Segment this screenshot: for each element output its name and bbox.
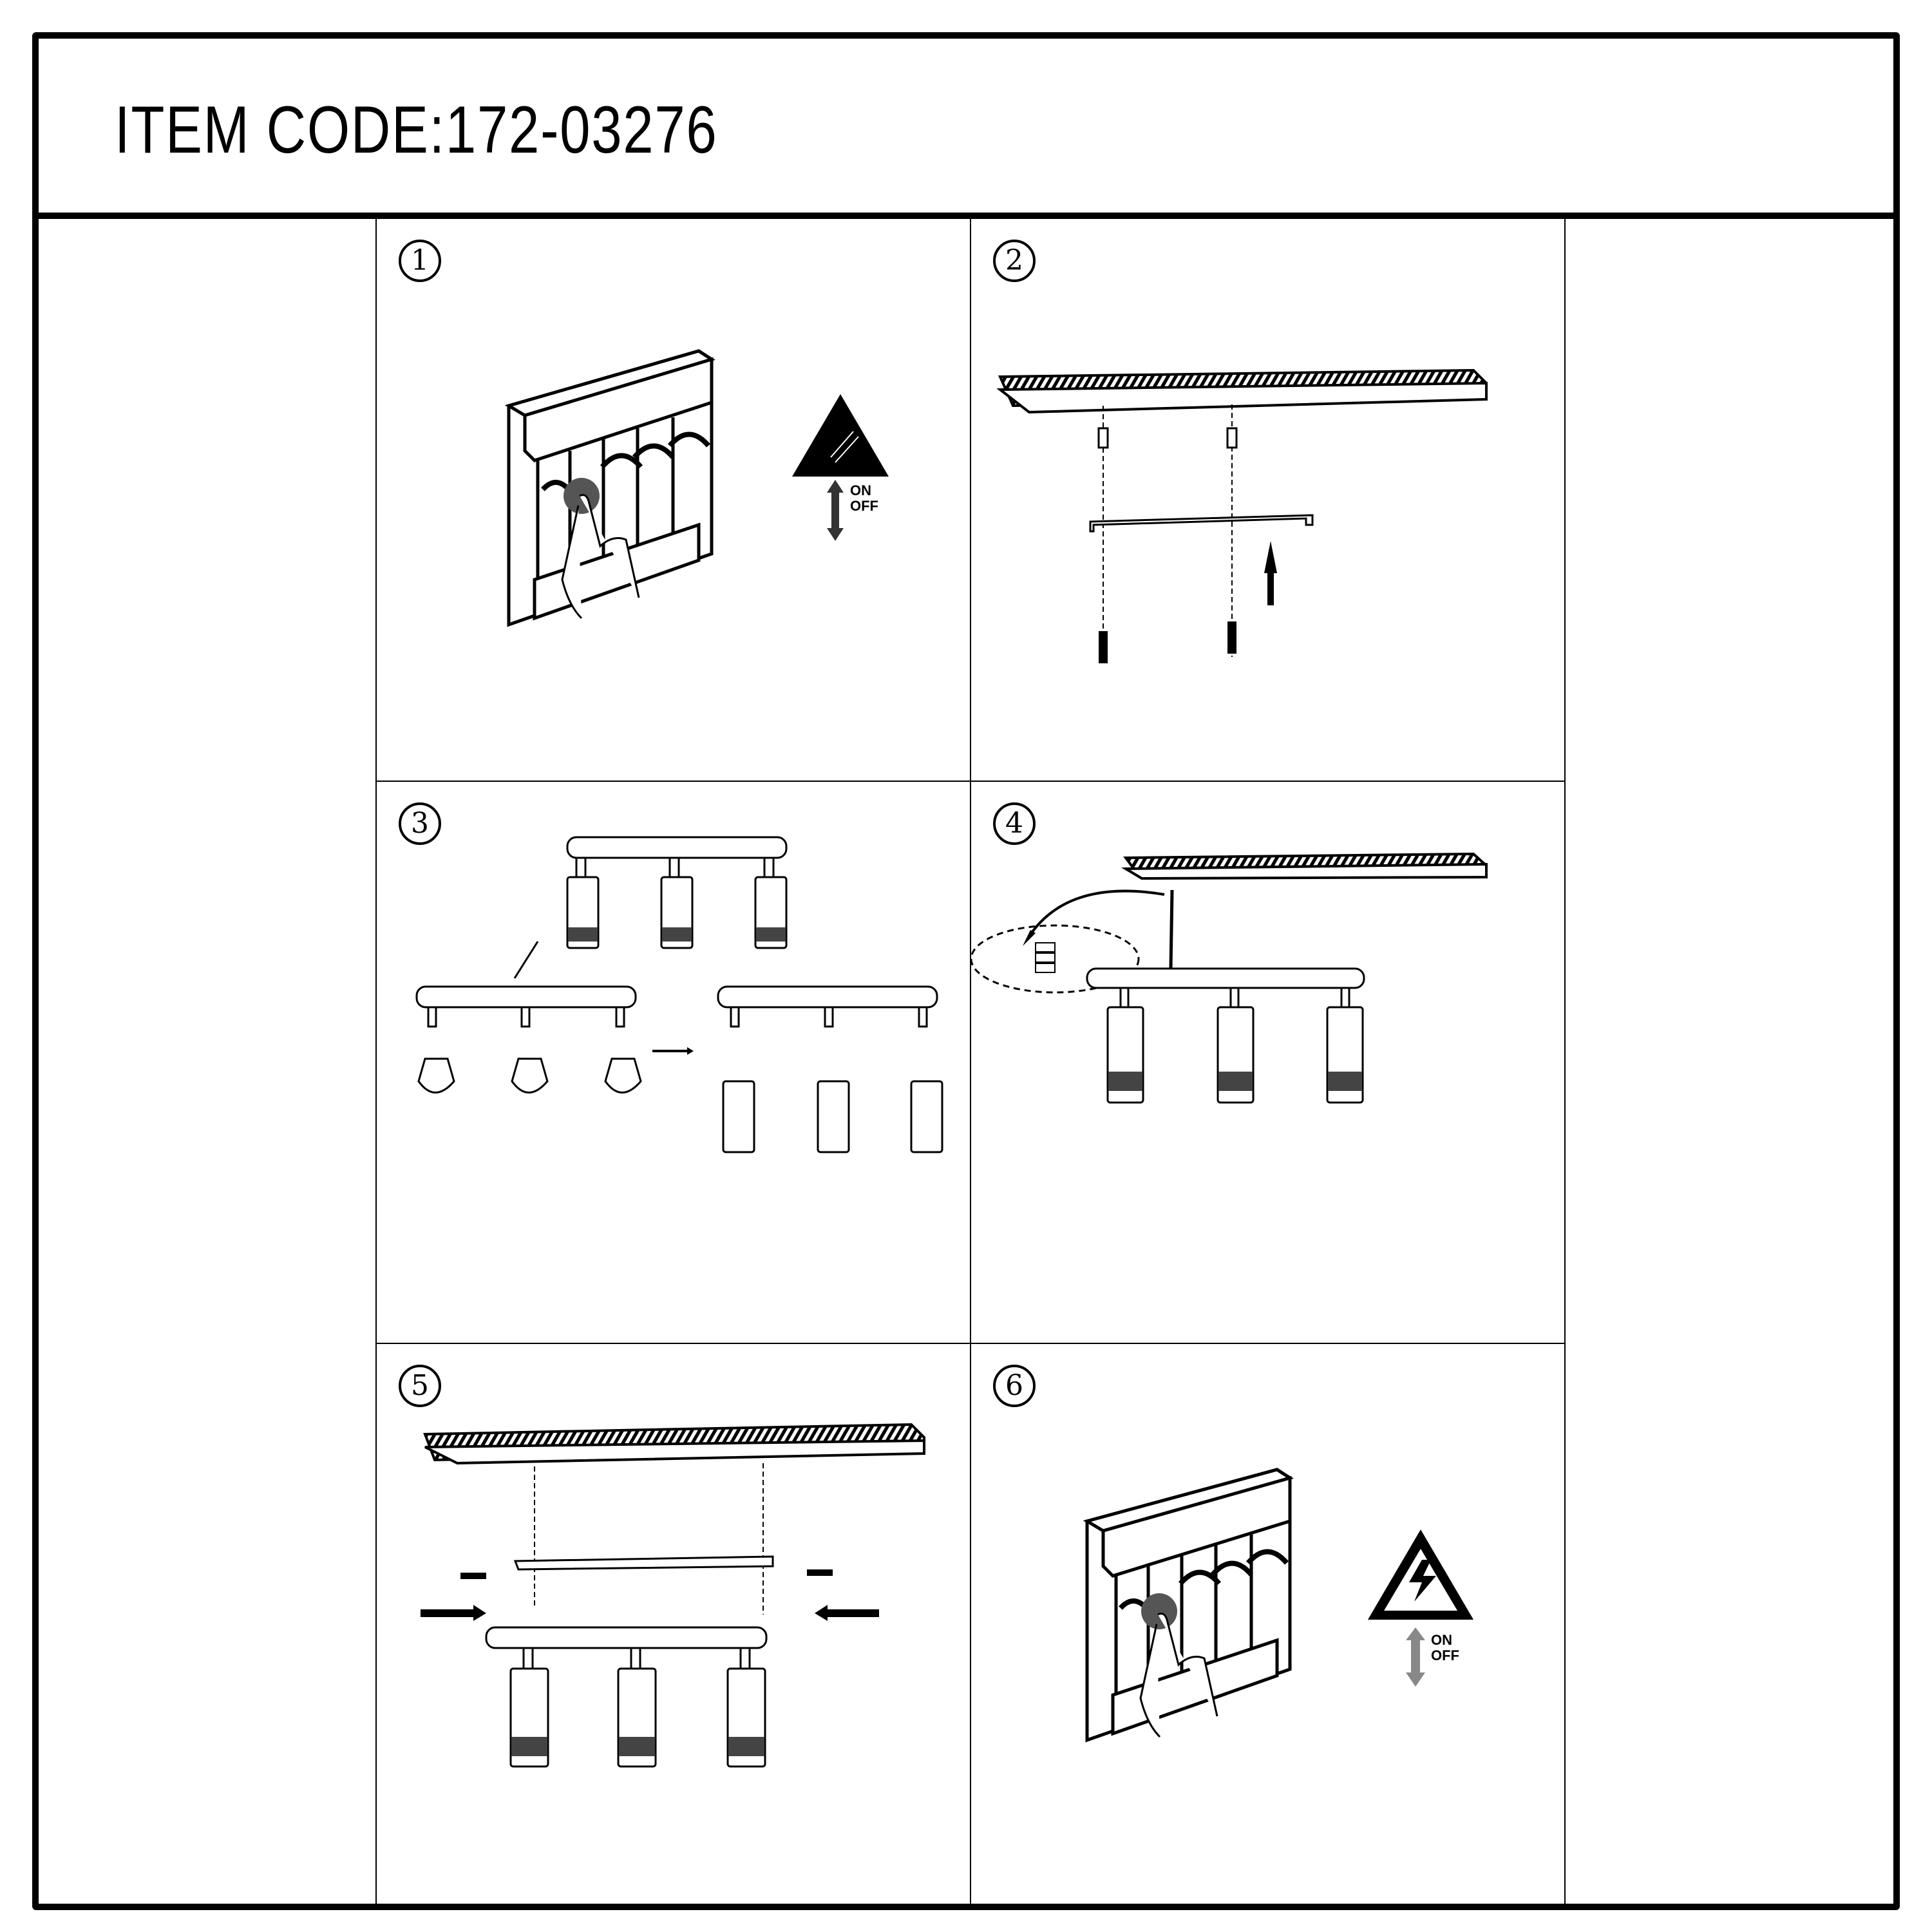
on-off-labels: ON OFF: [850, 483, 878, 514]
step-number-badge: 2: [993, 240, 1036, 282]
off-label: OFF: [1431, 1647, 1459, 1663]
item-code-title: ITEM CODE:172-03276: [115, 93, 718, 167]
step-number-badge: 3: [399, 802, 441, 845]
bulb-and-shade-installation-illustration: [415, 836, 943, 1153]
wiring-connection-illustration: [971, 852, 1488, 1104]
ceiling-bracket-mounting-illustration: [996, 368, 1488, 663]
grid-divider: [1564, 219, 1566, 1910]
step-4-panel: 4: [971, 782, 1565, 1343]
step-number-badge: 5: [399, 1365, 441, 1407]
on-label: ON: [850, 482, 871, 498]
grid-divider: [970, 219, 971, 1910]
steps-grid: 1: [375, 219, 1566, 1910]
on-off-labels: ON OFF: [1431, 1633, 1459, 1663]
grid-divider: [375, 781, 1566, 782]
breaker-switch-off-illustration: [504, 349, 889, 627]
instruction-sheet-frame: ITEM CODE:172-03276 1: [32, 32, 1900, 1910]
header: ITEM CODE:172-03276: [39, 39, 1893, 219]
step-2-panel: 2: [971, 219, 1565, 781]
step-5-panel: 5: [377, 1344, 971, 1906]
canopy-fixing-illustration: [421, 1423, 925, 1768]
step-3-panel: 3: [377, 782, 971, 1343]
grid-divider: [375, 219, 377, 1910]
grid-divider: [375, 1343, 1566, 1344]
step-number-badge: 1: [399, 240, 441, 282]
off-label: OFF: [850, 498, 878, 514]
breaker-switch-on-illustration: [1083, 1468, 1473, 1743]
on-label: ON: [1431, 1632, 1452, 1648]
step-number-badge: 4: [993, 802, 1036, 845]
step-1-panel: 1: [377, 219, 971, 781]
step-6-panel: 6: [971, 1344, 1565, 1906]
step-number-badge: 6: [993, 1365, 1036, 1407]
